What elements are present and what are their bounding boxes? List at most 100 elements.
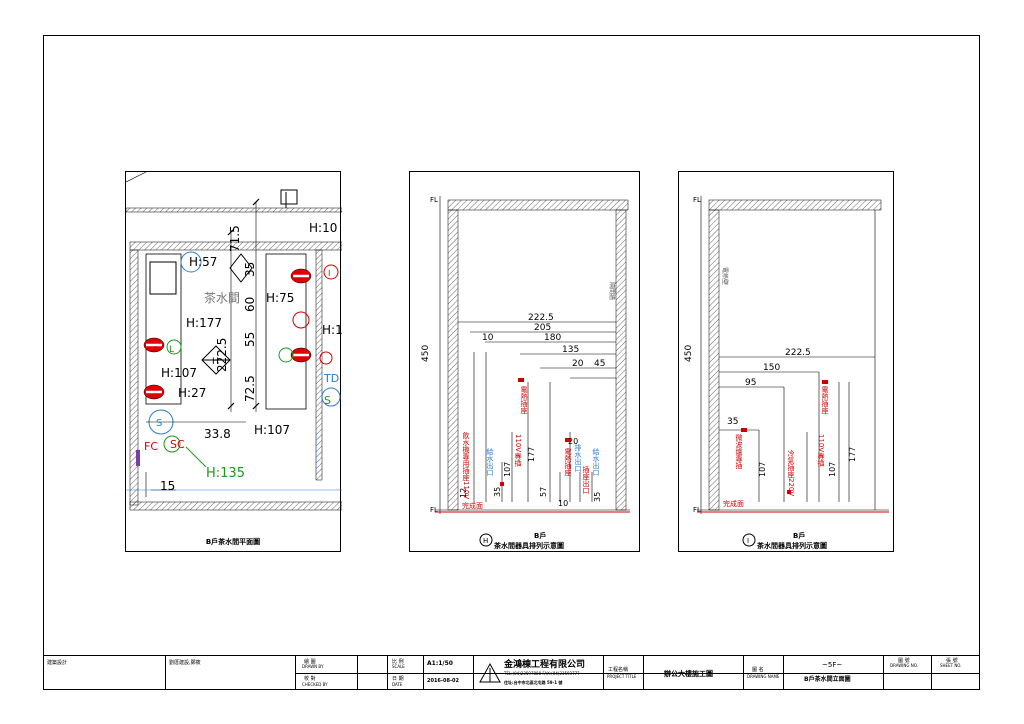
tb-drawing-en: DRAWING NAME <box>747 674 780 679</box>
elev1-dim-v12: 12 <box>459 488 468 498</box>
plan-height-h135: H:135 <box>206 466 245 481</box>
elev1-finish-level: 完成面 <box>462 501 483 510</box>
elev1-mark-symbol <box>479 533 493 547</box>
elev1-note-110v: 110V專插 <box>514 434 522 467</box>
elev2-dim-v107a: 107 <box>758 462 767 477</box>
tb-drawing-no-en: DRAWING NO. <box>890 663 918 668</box>
title-block: 建築設計 劉厝建設,鄭筱 繪 圖 DRAWN BY 校 對 CHECKED BY… <box>43 655 980 690</box>
plan-height-h107b: H:107 <box>254 423 290 437</box>
plan-dim-60: 60 <box>243 297 257 312</box>
plan-tag-s2: S <box>156 418 162 429</box>
plan-tag-l: L <box>169 345 174 355</box>
elev1-note-water-in: 給水出口 <box>486 447 494 476</box>
elev1-height-total: 450 <box>421 345 431 362</box>
plan-height-h27: H:27 <box>178 386 206 400</box>
elev1-dim-v35b: 35 <box>593 492 602 502</box>
elev1-dim-205: 205 <box>534 323 551 333</box>
plan-drawing: H:57 H:177 H:107 H:27 H:10 H:75 H:1 H:10… <box>126 172 342 511</box>
elev2-note-110v: 110V專插 <box>817 434 825 467</box>
tb-drawn-en: DRAWN BY <box>302 664 324 669</box>
tb-sheet-en: SHEET NO. <box>940 663 962 668</box>
tb-design: 建築設計 <box>47 660 68 666</box>
tb-scale-label: 比 例 <box>392 659 404 665</box>
elev1-note-drain: 排水出口 <box>574 443 582 472</box>
elev1-note-water-outlet: 飲水機專用插座110V <box>462 431 470 499</box>
plan-tag-sc: SC <box>170 438 185 451</box>
elev2-caption-main: 茶水間器具排列示意圖 <box>756 541 827 550</box>
tb-drawn-label: 繪 圖 <box>304 659 316 665</box>
elev2-fl-bottom: FL <box>693 506 701 514</box>
plan-dim-222-5: 222.5 <box>215 338 229 372</box>
elev1-dim-v177: 177 <box>527 447 536 462</box>
elev1-dim-v10: 10 <box>558 499 568 508</box>
plan-height-h1: H:1 <box>322 323 342 337</box>
elev2-dim-150: 150 <box>763 363 780 373</box>
elev1-dim-222-5: 222.5 <box>528 313 554 323</box>
tb-drawer-cell: 劉厝建設,鄭筱 <box>165 656 295 690</box>
elev2-dim-v107b: 107 <box>828 462 837 477</box>
elev1-caption-top: B戶 <box>534 531 546 540</box>
elev1-note-heater-1: 電熱插座 <box>520 386 528 415</box>
plan-height-h10: H:10 <box>309 221 337 235</box>
elevation-h-drawing: 450 FL FL 完成面 隔間牆 222.5 205 180 135 10 2… <box>421 196 630 550</box>
tb-company-addr: 住址:台中市北區北屯路 59-1 號 <box>504 680 563 685</box>
tb-scale-en: SCALE <box>392 664 405 669</box>
elev1-dim-v107: 107 <box>503 462 512 477</box>
elev1-note-outlet: 插座出口 <box>582 465 590 494</box>
tb-date-label: 日 期 <box>392 676 404 682</box>
drawing-sheet-frame <box>43 35 980 690</box>
plan-room-label: 茶水間 <box>204 290 240 305</box>
tb-floor: ~5F~ <box>822 661 843 669</box>
elev1-mark-letter: H <box>483 537 488 545</box>
elev1-wall-note: 隔間牆 <box>608 282 616 300</box>
tb-project-label: 工程名稱 <box>608 667 629 673</box>
elev1-caption-main: 茶水間器具排列示意圖 <box>493 541 564 550</box>
plan-tag-s: S <box>324 394 331 407</box>
plan-view-panel: H:57 H:177 H:107 H:27 H:10 H:75 H:1 H:10… <box>125 171 342 552</box>
elev2-finish-level: 完成面 <box>723 499 744 508</box>
elev2-dim-35: 35 <box>727 417 738 427</box>
tb-drawing-label: 圖 名 <box>752 667 764 673</box>
elev2-note-220v: 冷氣插座220V <box>787 449 795 496</box>
plan-dim-33-8: 33.8 <box>204 427 231 441</box>
plan-height-h177: H:177 <box>186 316 222 330</box>
elev1-dim-45: 45 <box>594 359 605 369</box>
plan-tag-fc: FC <box>144 440 158 453</box>
plan-caption: B戶茶水間平面圖 <box>205 538 261 546</box>
elev1-dim-v20: 20 <box>568 437 578 446</box>
plan-tag-i: I <box>328 269 330 278</box>
elev2-dim-222-5: 222.5 <box>785 348 811 358</box>
elev1-dim-v35: 35 <box>493 487 502 497</box>
elev2-mark-letter: I <box>747 537 749 545</box>
tb-project-value: 辦公大樓施工圖 <box>664 670 713 678</box>
tb-date-value: 2016-08-02 <box>427 678 459 684</box>
elev2-note-heater: 電熱插座 <box>821 386 829 415</box>
elev2-caption-top: B戶 <box>793 531 805 540</box>
tb-drawer: 劉厝建設,鄭筱 <box>169 660 201 666</box>
tb-company: 金鴻棟工程有限公司 <box>504 660 586 670</box>
elev2-dim-v177: 177 <box>848 447 857 462</box>
elev1-dim-20: 20 <box>572 359 584 369</box>
elev2-mark-symbol <box>742 533 756 547</box>
plan-dim-71-5: 71.5 <box>228 225 242 252</box>
tb-mid-line <box>295 673 980 674</box>
elevation-h-panel: 450 FL FL 完成面 隔間牆 222.5 205 180 135 10 2… <box>409 171 640 552</box>
elev2-dim-95: 95 <box>745 378 756 388</box>
tb-scale-value: A1:1/50 <box>427 660 453 667</box>
plan-height-h75: H:75 <box>266 291 294 305</box>
tb-drawing-value: B戶茶水間立面圖 <box>804 676 851 683</box>
elev1-note-heater-2: 電熱插座 <box>564 448 572 477</box>
company-logo <box>479 662 501 683</box>
elev1-dim-180: 180 <box>544 333 561 343</box>
elev1-note-water-in-2: 給水出口 <box>592 447 600 476</box>
tb-date-en: DATE <box>392 682 403 687</box>
plan-dim-15: 15 <box>160 479 175 493</box>
elev2-wall-note: 電熱壁 <box>721 267 729 285</box>
elev1-dim-v57: 57 <box>539 487 548 497</box>
plan-height-h107: H:107 <box>161 366 197 380</box>
elev2-note-microwave: 微波爐專插 <box>735 433 743 470</box>
plan-height-h57: H:57 <box>189 255 217 269</box>
tb-project-en: PROJECT TITLE <box>607 674 637 679</box>
plan-dim-35: 35 <box>243 262 257 277</box>
elevation-i-drawing: 450 FL FL 完成面 電熱壁 222.5 150 95 35 107 10… <box>684 196 889 550</box>
